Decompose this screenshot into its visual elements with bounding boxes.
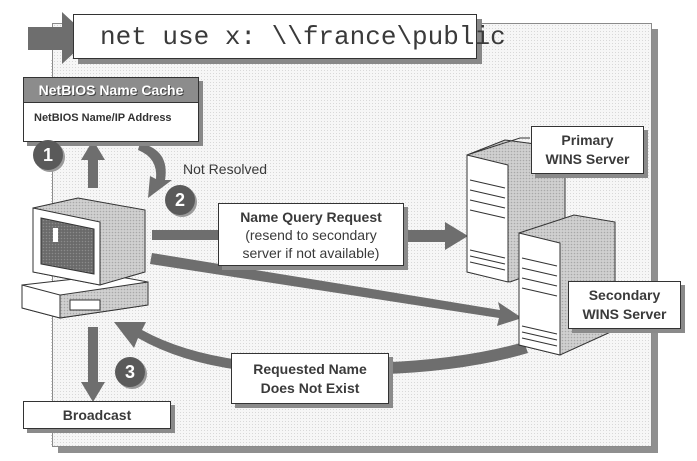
- cache-row: NetBIOS Name/IP Address: [34, 112, 172, 124]
- arrow-to-cache: [81, 140, 105, 188]
- name-query-box: Name Query Request (resend to secondary …: [218, 203, 404, 266]
- broadcast-arrow: [81, 327, 105, 402]
- primary-line-1: Primary: [561, 132, 614, 148]
- query-arrow-to-secondary: [150, 253, 522, 326]
- reply-line-1: Requested Name: [253, 361, 367, 377]
- reply-arrow: [114, 322, 528, 375]
- secondary-line-1: Secondary: [588, 287, 661, 303]
- command-text: net use x: \\france\public: [73, 14, 506, 59]
- query-detail-2: server if not available): [242, 245, 380, 261]
- step-3-badge: 3: [115, 357, 145, 387]
- desktop-computer-icon: [21, 197, 149, 319]
- not-resolved-arrow: [138, 143, 172, 198]
- not-resolved-label: Not Resolved: [183, 161, 268, 177]
- primary-line-2: WINS Server: [545, 151, 630, 167]
- step-1-badge: 1: [33, 140, 63, 170]
- reply-line-2: Does Not Exist: [260, 380, 360, 396]
- primary-wins-label: Primary WINS Server: [531, 126, 644, 174]
- netbios-cache-box: NetBIOS Name Cache NetBIOS Name/IP Addre…: [23, 77, 199, 142]
- query-arrow-left-segment: [152, 230, 220, 240]
- primary-label-connector: [469, 137, 530, 155]
- secondary-line-2: WINS Server: [582, 306, 667, 322]
- reply-box: Requested Name Does Not Exist: [231, 353, 389, 404]
- query-title: Name Query Request: [240, 209, 382, 225]
- secondary-wins-label: Secondary WINS Server: [568, 281, 681, 329]
- cache-title: NetBIOS Name Cache: [24, 78, 198, 103]
- broadcast-box: Broadcast: [23, 401, 171, 429]
- step-2-badge: 2: [165, 185, 195, 215]
- query-detail-1: (resend to secondary: [245, 227, 377, 243]
- query-arrow-to-primary: [404, 222, 468, 250]
